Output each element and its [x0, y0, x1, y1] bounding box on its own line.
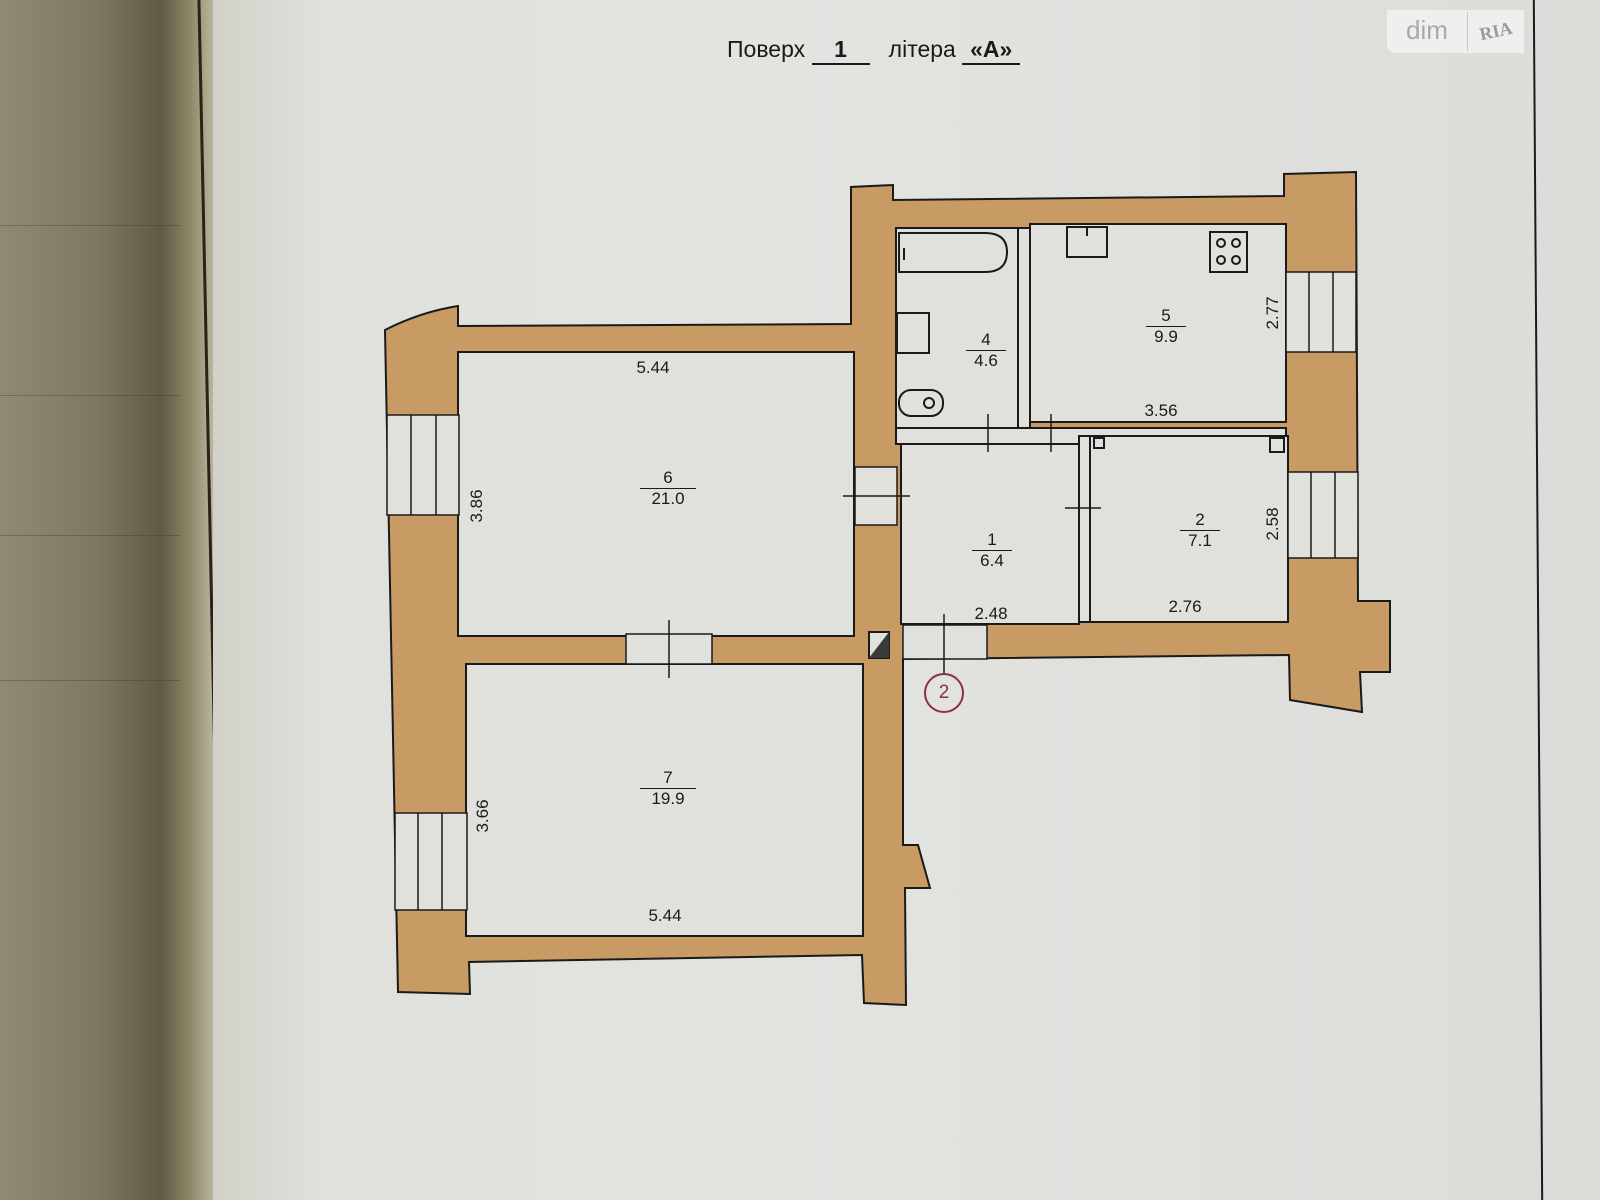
faded-rule: [0, 535, 180, 536]
room-4-floor: [895, 227, 1019, 429]
stove-icon: [1209, 231, 1248, 273]
letter-label: літера: [888, 36, 956, 62]
door-opening: [625, 414, 1101, 678]
dim-room1-bottom: 2.48: [974, 604, 1008, 623]
dim-room5-side: 2.77: [1263, 296, 1282, 330]
floor-value: 1: [811, 36, 870, 65]
dim-room6-top: 5.44: [636, 358, 670, 377]
bathtub-icon: [898, 232, 1009, 273]
watermark-dim: dim: [1406, 15, 1448, 45]
faded-rule: [0, 225, 180, 226]
faded-rule: [0, 395, 180, 396]
floor-label: Поверх: [727, 36, 806, 62]
dim-room2-side: 2.58: [1263, 507, 1282, 541]
ventilation-shaft-icon: [868, 631, 890, 659]
dim-room6-side: 3.86: [467, 489, 486, 523]
dimria-watermark: dim RIA: [1387, 10, 1524, 53]
dim-room7-bottom: 5.44: [648, 906, 682, 925]
dim-room2-bottom: 2.76: [1168, 597, 1202, 616]
room-7-floor: [465, 663, 864, 937]
window: [386, 271, 1359, 911]
left-page-spread: [0, 0, 215, 1200]
floor-title: Поверх 1 літера «А»: [727, 36, 1021, 65]
entrance-marker: 2: [924, 673, 964, 713]
toilet-icon: [898, 389, 944, 417]
washbasin-icon: [896, 312, 930, 354]
faded-rule: [0, 680, 180, 681]
letter-value: «А»: [962, 36, 1021, 65]
room-2-floor: [1089, 435, 1289, 623]
dim-room5-bottom: 3.56: [1144, 401, 1178, 420]
dim-room7-side: 3.66: [473, 799, 492, 833]
